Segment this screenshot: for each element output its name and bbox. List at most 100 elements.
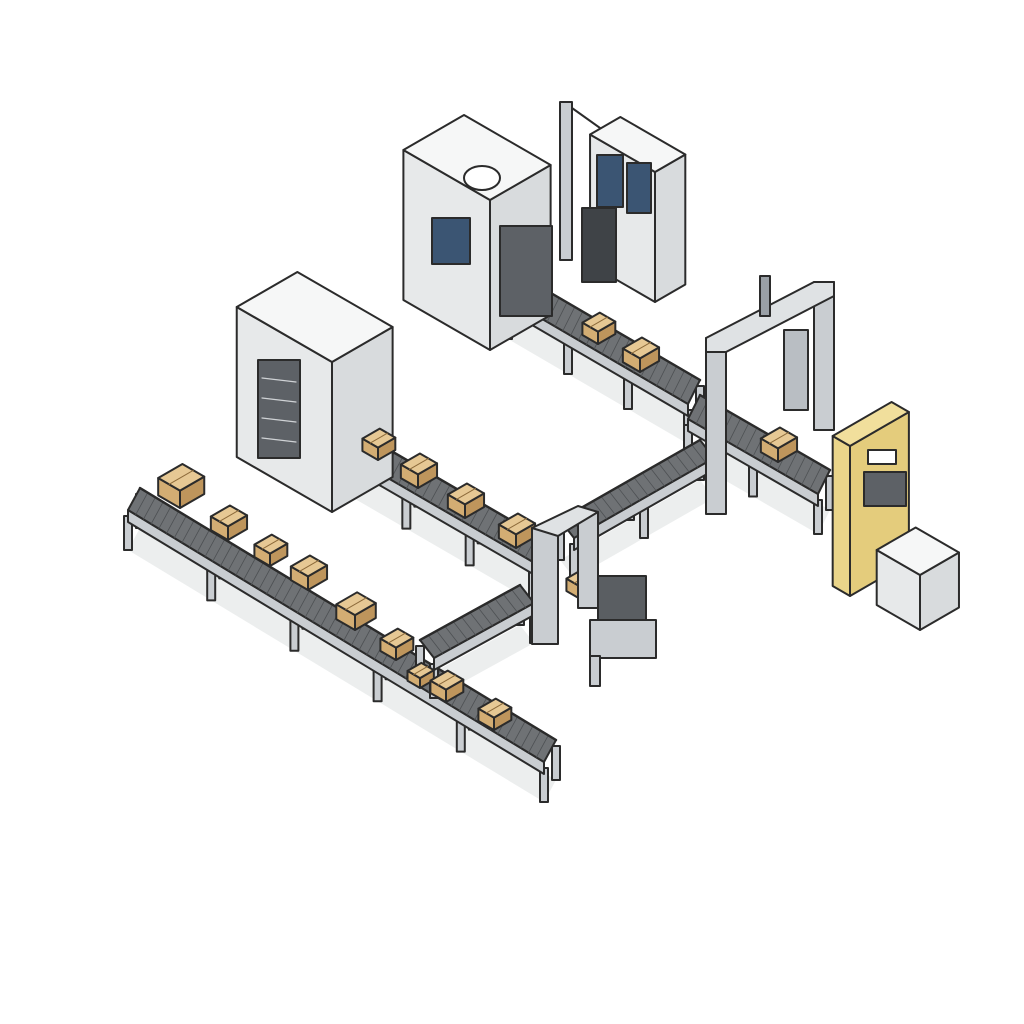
labeling-station-outfeed-top-face (875, 526, 960, 576)
conveyor-long-front-slat (366, 632, 380, 656)
conveyor-from-packing-machine-slat (429, 480, 443, 503)
packing-machine-rack (261, 417, 297, 423)
conveyor-transfer-slat (461, 616, 477, 636)
cardboard-box-2 (209, 504, 249, 541)
cardboard-box-4 (289, 554, 329, 591)
conveyor-transfer-slat (444, 625, 460, 645)
cardboard-box-14 (581, 311, 617, 345)
robotic-arm-top-beam (531, 505, 599, 537)
conveyor-top-upper-slat (656, 361, 670, 387)
conveyor-top-right-slat (801, 460, 815, 486)
conveyor-diagonal-slat (674, 453, 690, 473)
conveyor-diagonal-slat (641, 472, 657, 492)
robotic-arm-unit (531, 505, 657, 687)
conveyor-top-upper-slat (671, 370, 685, 396)
conveyor-transfer-back-rail (418, 583, 522, 642)
foreground-equipment (531, 275, 960, 687)
conveyor-long-front-slat (258, 566, 272, 590)
cardboard-box-1-tape (168, 469, 194, 485)
conveyor-long-front-slat (166, 510, 179, 534)
cardboard-box-12 (446, 482, 486, 519)
gantry-frame-robot-arm (783, 329, 809, 411)
conveyor-top-upper-shadow (508, 315, 700, 444)
cardboard-box-5-tape (345, 597, 367, 611)
conveyor-long-front-slat (289, 585, 303, 609)
cardboard-box-6 (379, 627, 415, 661)
labeling-station-left-face (831, 435, 851, 597)
conveyor-long-front-slat (320, 604, 333, 628)
conveyor-long-front-slat (220, 543, 233, 567)
conveyor-long-front-slat (528, 730, 541, 754)
conveyor-long-front-slat (458, 688, 472, 712)
gantry-frame-left-post (705, 337, 727, 515)
control-cabinet-right-face (654, 153, 687, 303)
conveyor-transfer-slat (486, 602, 502, 622)
cardboard-box-13 (497, 512, 537, 549)
robotic-arm-post-right (577, 511, 599, 609)
conveyor-long-front-slat (281, 580, 295, 604)
packing-machine-rack (261, 397, 297, 403)
conveyor-long-front-slat (273, 576, 287, 600)
control-cabinet-arm (571, 107, 601, 129)
conveyor-long-front-shadow (128, 528, 556, 802)
cardboard-box-10 (361, 427, 397, 461)
conveyor-long-front-slat (158, 506, 172, 530)
conveyor-diagonal-slat (633, 477, 649, 497)
labeling-station-display (867, 449, 897, 465)
conveyor-long-front-slat (512, 720, 526, 744)
cardboard-box-14-tape (589, 316, 609, 328)
conveyor-diagonal-slat (650, 467, 665, 487)
packing-machine-rack (261, 437, 297, 443)
cardboard-box-9-tape (485, 702, 505, 714)
conveyor-transfer-slat (502, 593, 518, 613)
control-cabinet-screen-left (596, 154, 624, 208)
cardboard-box-10-tape (369, 432, 389, 444)
conveyor-top-right-slat (793, 455, 807, 481)
conveyor-long-front-slat (505, 716, 518, 740)
control-cabinet-top-face (589, 116, 687, 173)
conveyor-diagonal-slat (658, 463, 674, 482)
cardboard-box-8-tape (437, 674, 457, 686)
labeling-station-top-face (831, 401, 910, 447)
conveyor-long-front-slat (397, 650, 411, 674)
cardboard-box-8 (429, 669, 465, 703)
conveyor-transfer-slat (452, 621, 468, 641)
conveyor-top-upper-slat (664, 365, 677, 391)
conveyor-long-front-slat (173, 515, 187, 539)
packing-machine-left (235, 271, 394, 513)
conveyor-long-front-slat (143, 496, 156, 520)
conveyor-long-front-slat (196, 529, 210, 553)
conveyor-transfer-slat (494, 598, 510, 618)
cardboard-box-2-tape (218, 509, 239, 522)
processing-machine-hatch (463, 165, 501, 191)
conveyor-long-front-slat (189, 524, 203, 548)
processing-machine-outlet (499, 225, 553, 317)
conveyor-long-front-slat (204, 534, 218, 558)
packing-machine-left-top-face (235, 271, 394, 363)
conveyor-long-front-slat (250, 562, 264, 586)
control-cabinet-door (581, 207, 617, 283)
conveyor-diagonal-slat (683, 449, 698, 468)
cardboard-box-9 (477, 697, 513, 731)
conveyor-long-front-slat (535, 734, 549, 758)
conveyor-long-front-slat (466, 692, 480, 716)
conveyor-top-upper-slat (562, 306, 576, 332)
conveyor-diagonal-slat (609, 491, 624, 511)
conveyor-transfer-slat (477, 607, 493, 627)
cardboard-box-3 (253, 533, 289, 567)
cardboard-box-5 (335, 591, 377, 631)
conveyor-top-upper-slat (609, 333, 623, 359)
cardboard-box-4-tape (298, 559, 319, 572)
cardboard-box-11-tape (408, 457, 429, 470)
conveyor-long-front-leg (551, 745, 561, 781)
cardboard-box-7-tape (413, 665, 429, 675)
conveyor-diagonal-slat (666, 458, 682, 478)
conveyor-top-upper-slat (554, 301, 568, 327)
conveyor-long-front-slat (358, 627, 372, 651)
cardboard-box-1 (157, 463, 206, 509)
processing-machine-window (431, 217, 471, 265)
gantry-frame (705, 275, 835, 515)
cardboard-box-15-tape (630, 341, 651, 354)
packing-machine-rack (261, 377, 297, 383)
